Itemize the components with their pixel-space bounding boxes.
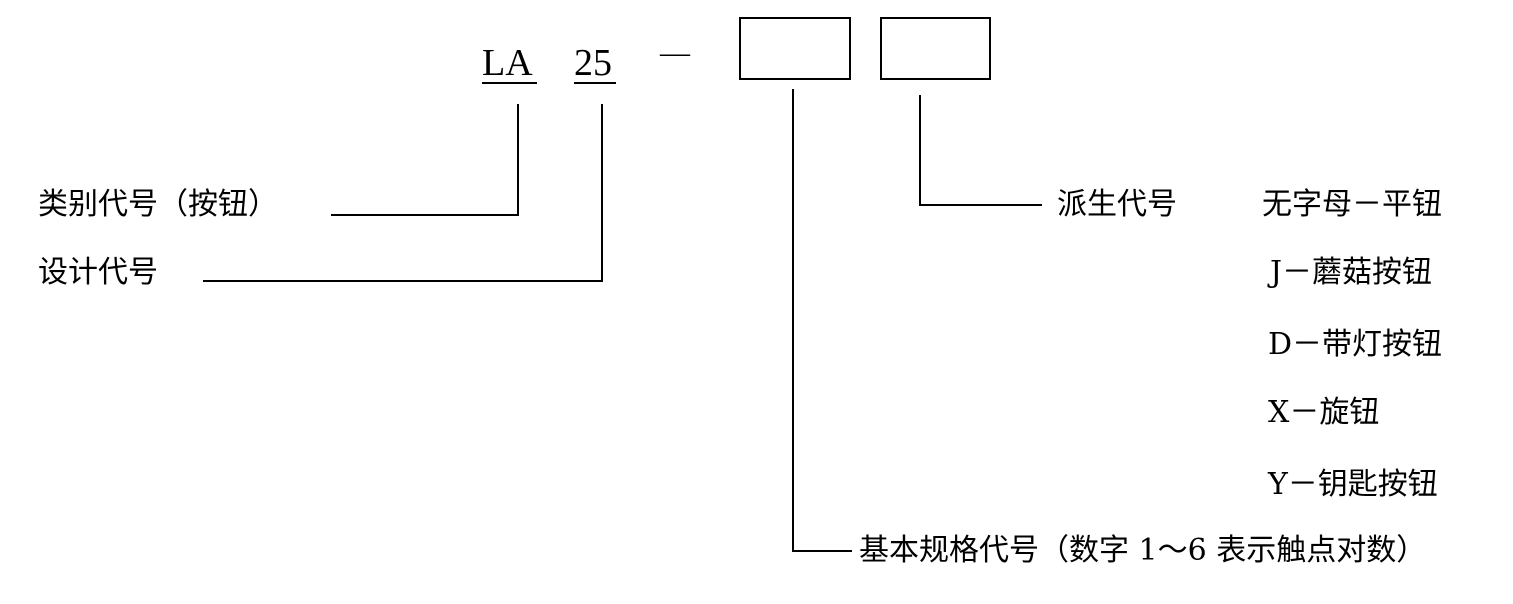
basic-spec-code-label: 基本规格代号（数字 1～6 表示触点对数）	[859, 533, 1427, 568]
connector-25-horizontal	[203, 280, 603, 282]
connector-derived-horizontal	[919, 204, 1042, 206]
connector-basic-horizontal	[792, 550, 852, 552]
basic-spec-box	[739, 17, 851, 80]
derived-option-rotary: X－旋钮	[1268, 395, 1380, 430]
connector-la-horizontal	[331, 214, 519, 216]
code-prefix-la: LA	[482, 42, 533, 84]
underline-la	[482, 82, 537, 84]
connector-derived-vertical	[919, 95, 921, 206]
derived-option-key: Y－钥匙按钮	[1268, 467, 1438, 502]
derived-option-lighted: D－带灯按钮	[1268, 327, 1443, 362]
derived-option-mushroom: J－蘑菇按钮	[1270, 255, 1433, 290]
derived-code-label: 派生代号	[1057, 187, 1177, 222]
connector-25-vertical	[601, 104, 603, 282]
code-dash: —	[660, 36, 690, 69]
underline-25	[574, 82, 616, 84]
connector-basic-vertical	[792, 89, 794, 552]
code-design-number: 25	[574, 42, 612, 84]
design-code-label: 设计代号	[38, 255, 158, 290]
derived-option-flat: 无字母－平钮	[1262, 187, 1442, 222]
connector-la-vertical	[517, 104, 519, 216]
derived-box	[880, 17, 991, 80]
category-code-label: 类别代号（按钮）	[38, 187, 278, 222]
